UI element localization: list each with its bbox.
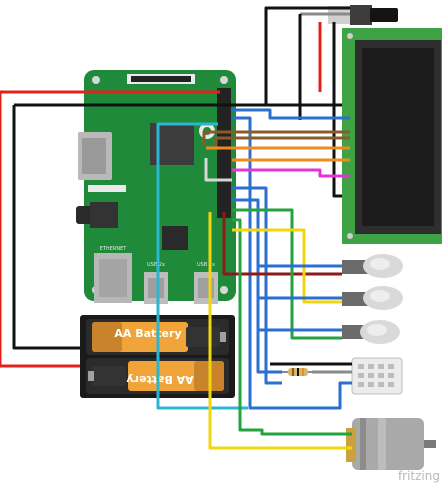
battery-label-bottom: AA Battery — [126, 373, 193, 386]
watermark: fritzing — [398, 469, 440, 483]
ethernet-label: ETHERNET — [100, 246, 128, 252]
wire-magenta — [232, 168, 350, 178]
gpio-header — [217, 88, 231, 218]
wire-cyan — [156, 122, 248, 410]
resistor — [282, 368, 312, 376]
wire-red-power — [0, 92, 80, 368]
wire-blue-1 — [231, 108, 350, 120]
lcd-display — [342, 28, 442, 244]
led-1 — [342, 254, 403, 278]
led-2 — [342, 286, 403, 310]
wires — [0, 6, 352, 450]
battery-pack: AA Battery AA Battery — [80, 315, 235, 398]
usb-label-right: USB 2x — [197, 262, 215, 268]
dc-motor — [346, 418, 436, 470]
wire-yellow — [208, 212, 352, 450]
dht-sensor — [351, 357, 403, 395]
wire-black-ground — [12, 105, 80, 350]
usb-label-left: USB 2x — [147, 262, 165, 268]
wire-green — [232, 208, 342, 340]
led-3 — [342, 320, 400, 344]
wire-brown — [202, 130, 350, 145]
battery-label-top: AA Battery — [114, 327, 181, 340]
